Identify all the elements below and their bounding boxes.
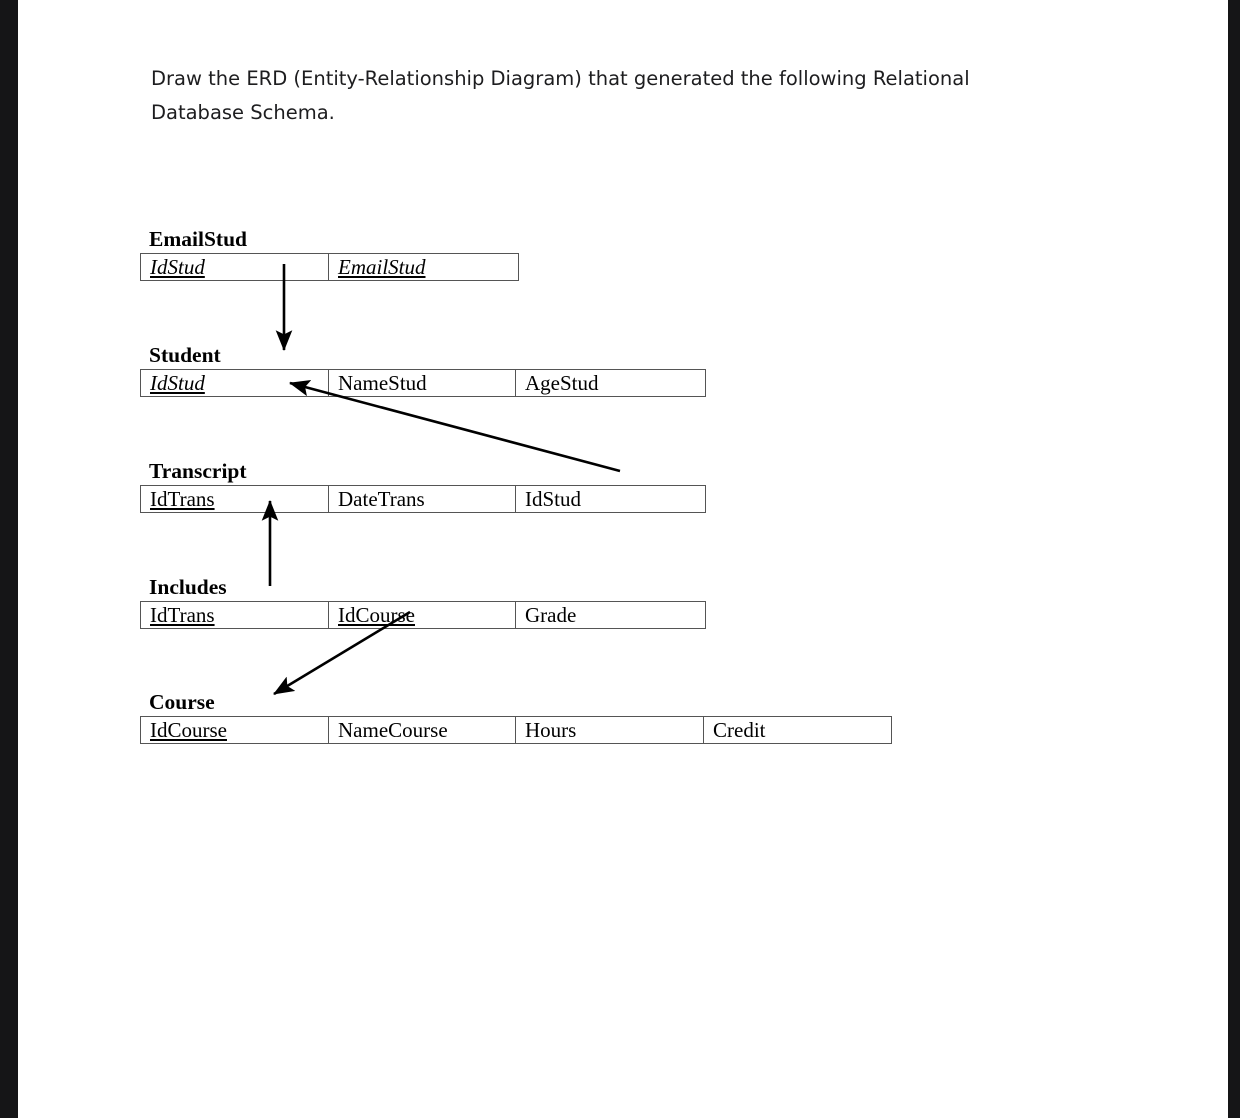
relation-emailstud: EmailStud IdStud EmailStud	[140, 228, 519, 281]
relation-row-includes: IdTrans IdCourse Grade	[140, 601, 706, 629]
relation-includes: Includes IdTrans IdCourse Grade	[140, 576, 706, 629]
attribute-student-agestud: AgeStud	[525, 371, 599, 395]
page-edge-band-right	[1228, 0, 1240, 1118]
prompt-paragraph: Draw the ERD (Entity-Relationship Diagra…	[151, 62, 1086, 130]
attribute-includes-idcourse: IdCourse	[329, 602, 516, 628]
relation-name-emailstud: EmailStud	[149, 227, 247, 251]
attribute-transcript-datetrans: DateTrans	[329, 486, 516, 512]
relational-schema-diagram: EmailStud IdStud EmailStud Student IdStu…	[18, 0, 1228, 1118]
prompt-line-1: Draw the ERD (Entity-Relationship Diagra…	[151, 67, 970, 90]
document-page: Draw the ERD (Entity-Relationship Diagra…	[18, 0, 1228, 1118]
relation-name-course: Course	[149, 690, 215, 714]
attribute-includes-idtrans: IdTrans	[141, 602, 329, 628]
relation-transcript: Transcript IdTrans DateTrans IdStud	[140, 460, 706, 513]
relation-row-emailstud: IdStud EmailStud	[140, 253, 519, 281]
page-edge-band-left	[0, 0, 18, 1118]
foreign-key-arrows	[261, 264, 621, 696]
relation-row-course: IdCourse NameCourse Hours Credit	[140, 716, 892, 744]
attribute-transcript-idstud: IdStud	[525, 487, 582, 511]
relation-row-transcript: IdTrans DateTrans IdStud	[140, 485, 706, 513]
attribute-student-namestud: NameStud	[329, 370, 516, 396]
attribute-course-hours: Hours	[516, 717, 704, 743]
attribute-course-idcourse: IdCourse	[141, 717, 329, 743]
relation-name-includes: Includes	[149, 575, 227, 599]
relation-name-student: Student	[149, 343, 221, 367]
relation-course: Course IdCourse NameCourse Hours Credit	[140, 691, 892, 744]
attribute-emailstud-idstud: IdStud	[141, 254, 329, 280]
attribute-includes-grade: Grade	[525, 603, 577, 627]
relation-row-student: IdStud NameStud AgeStud	[140, 369, 706, 397]
attribute-course-namecourse: NameCourse	[329, 717, 516, 743]
prompt-line-2: Database Schema.	[151, 101, 335, 124]
attribute-student-idstud: IdStud	[141, 370, 329, 396]
attribute-course-credit: Credit	[713, 718, 766, 742]
attribute-transcript-idtrans: IdTrans	[141, 486, 329, 512]
relation-student: Student IdStud NameStud AgeStud	[140, 344, 706, 397]
relation-name-transcript: Transcript	[149, 459, 247, 483]
attribute-emailstud-emailstud: EmailStud	[338, 255, 426, 279]
